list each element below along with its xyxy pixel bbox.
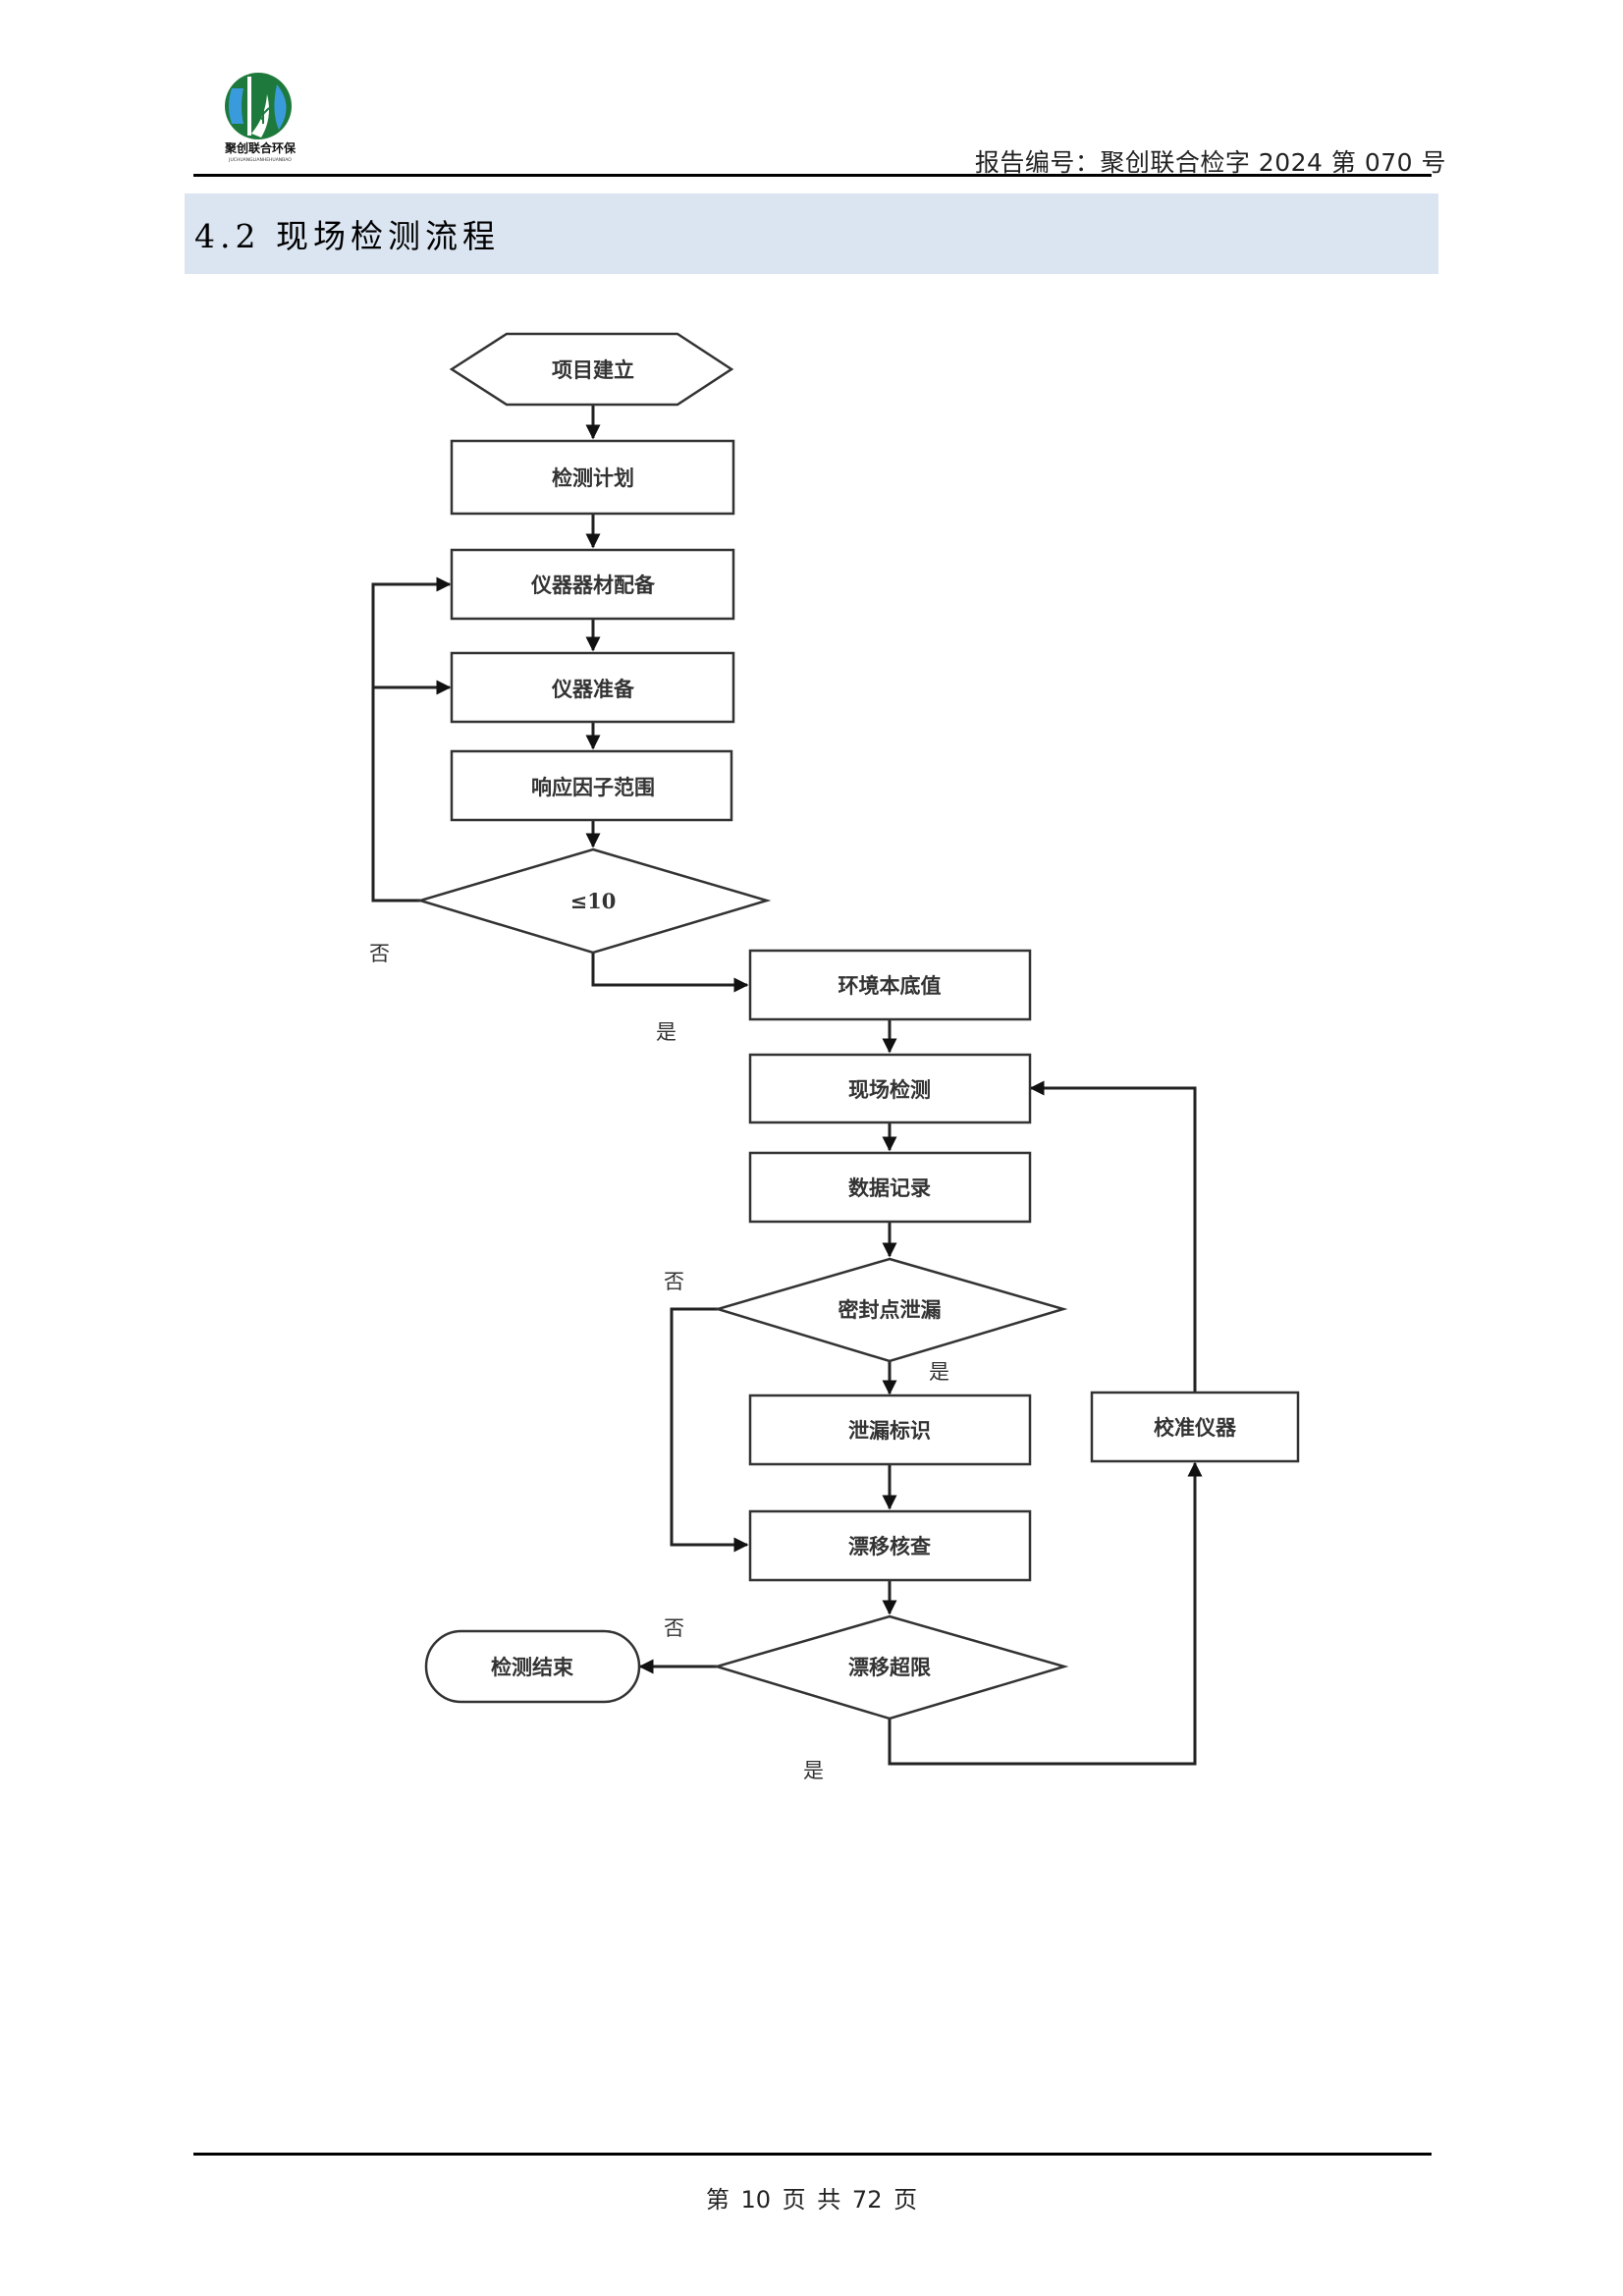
node-prep-label: 仪器准备 [551, 677, 635, 701]
node-bg-label: 环境本底值 [839, 973, 942, 998]
node-field: 现场检测 [748, 1053, 1032, 1124]
node-start: 项目建立 [449, 332, 734, 407]
edge-label-d1-no: 否 [369, 942, 390, 965]
edge-d1-yes-bg [591, 953, 749, 993]
edge-label-d2-no: 否 [664, 1270, 684, 1293]
footer-divider [193, 2153, 1432, 2156]
edge-label-d3-yes: 是 [803, 1759, 824, 1782]
company-logo-icon: 聚创联合环保 JUCHUANGLIANHEHUANBAO [224, 73, 297, 163]
edge-d2-no-drift [670, 1307, 749, 1553]
node-field-label: 现场检测 [848, 1077, 931, 1102]
edge-label-d1-yes: 是 [656, 1020, 676, 1044]
node-calib-label: 校准仪器 [1154, 1415, 1237, 1440]
node-plan: 检测计划 [450, 439, 735, 516]
company-logo: 聚创联合环保 JUCHUANGLIANHEHUANBAO [218, 69, 302, 167]
node-drift-label: 漂移核查 [848, 1534, 931, 1558]
edge-label-d3-no: 否 [664, 1616, 684, 1640]
logo-name-cn: 聚创联合环保 [224, 140, 297, 155]
node-equip-label: 仪器器材配备 [530, 573, 656, 597]
edge-d1-no-prep [371, 680, 452, 902]
node-mark-label: 泄漏标识 [848, 1418, 931, 1443]
node-mark: 泄漏标识 [748, 1394, 1032, 1466]
node-end-label: 检测结束 [491, 1655, 574, 1679]
logo-name-pinyin: JUCHUANGLIANHEHUANBAO [228, 157, 292, 163]
node-prep: 仪器准备 [450, 651, 735, 724]
node-d2-label: 密封点泄漏 [839, 1297, 942, 1322]
node-record: 数据记录 [748, 1151, 1032, 1224]
edge-calib-field [1029, 1080, 1197, 1392]
node-d1-label: ≤10 [570, 889, 617, 913]
node-plan-label: 检测计划 [552, 465, 634, 490]
node-bg: 环境本底值 [748, 949, 1032, 1021]
node-d2: 密封点泄漏 [713, 1257, 1068, 1363]
section-heading-band [185, 193, 1438, 274]
edge-label-d2-yes: 是 [929, 1360, 949, 1384]
node-end: 检测结束 [424, 1629, 641, 1704]
node-start-label: 项目建立 [552, 357, 634, 382]
flow-edges [371, 405, 1203, 1766]
edge-d1-no-equip [371, 576, 452, 687]
report-number: 报告编号：聚创联合检字 2024 第 070 号 [974, 148, 1446, 177]
node-calib: 校准仪器 [1090, 1391, 1300, 1463]
node-record-label: 数据记录 [848, 1175, 931, 1200]
header-divider [193, 174, 1432, 177]
edge-d3-yes-calib [888, 1461, 1203, 1766]
node-equip: 仪器器材配备 [450, 548, 735, 621]
node-d3: 漂移超限 [712, 1614, 1069, 1721]
node-d3-label: 漂移超限 [848, 1655, 931, 1679]
node-d1: ≤10 [415, 847, 772, 955]
page-number: 第 10 页 共 72 页 [705, 2186, 918, 2214]
node-drift: 漂移核查 [748, 1509, 1032, 1582]
node-rf-label: 响应因子范围 [531, 775, 655, 799]
section-title: 4.2 现场检测流程 [194, 217, 500, 255]
node-rf: 响应因子范围 [450, 749, 733, 822]
